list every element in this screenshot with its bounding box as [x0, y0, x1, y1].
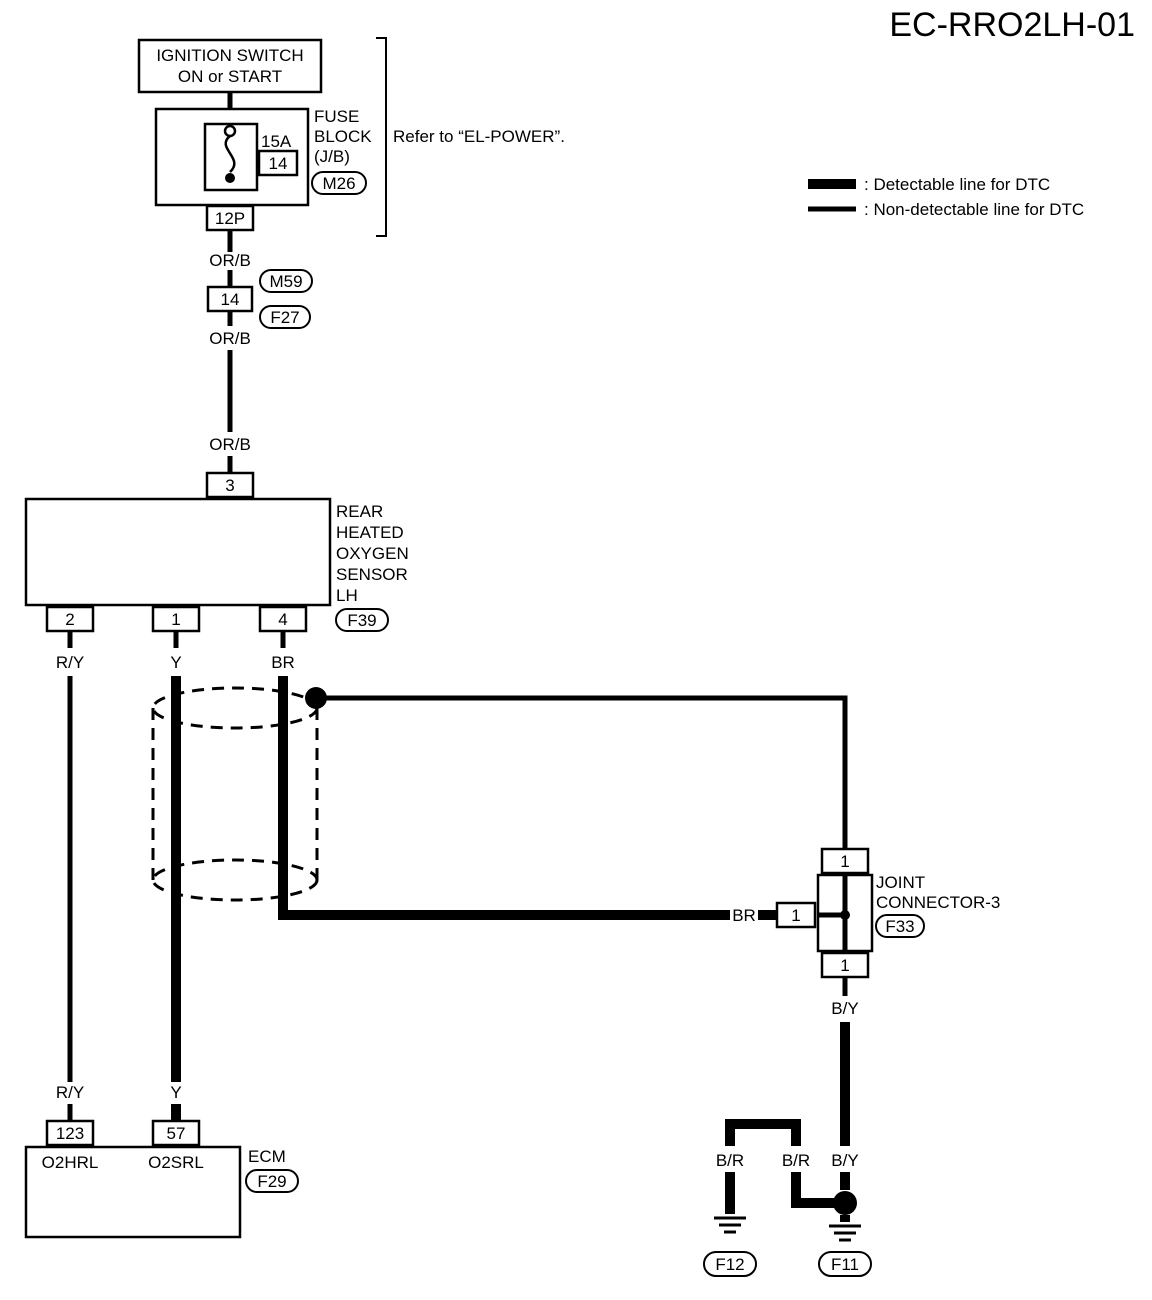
ecm-pin-b-box [151, 1119, 201, 1147]
fuse-block-label1: FUSE [314, 107, 359, 126]
wire-label-br-top: BR [271, 653, 295, 672]
harness-connector-pin: 14 [221, 290, 240, 309]
wire-label-br-joint: BR [732, 906, 756, 925]
fuse-amps: 15A [261, 132, 292, 151]
wire-label-br-left: B/R [716, 1151, 744, 1170]
ground-right: F11 [831, 1255, 859, 1274]
legend-detectable-text: : Detectable line for DTC [864, 175, 1050, 194]
wire-label-ry-top: R/Y [56, 653, 84, 672]
joint-pin-top: 1 [840, 852, 849, 871]
wire-label-y-top: Y [170, 653, 181, 672]
diagram-title: EC-RRO2LH-01 [889, 6, 1135, 44]
fuse-element-icon [224, 135, 236, 173]
ground-right-pill [818, 1251, 872, 1277]
wire-br-loop [725, 1119, 801, 1146]
wire-label-orb-1: OR/B [209, 251, 251, 270]
harness-connector-bottom: F27 [270, 308, 299, 327]
joint-connector: 1 1 1 JOINT CONNECTOR-3 F33 [775, 847, 1000, 979]
sensor-label4: SENSOR [336, 565, 408, 584]
ecm-box [24, 1145, 242, 1239]
ignition-switch-line1: IGNITION SWITCH [156, 46, 303, 65]
harness-connector-top-pill [259, 269, 313, 293]
joint-label2: CONNECTOR-3 [876, 893, 1000, 912]
oxygen-sensor: 3 REAR HEATED OXYGEN SENSOR LH F39 2 1 4 [24, 471, 409, 633]
sensor-pin-b: 1 [171, 610, 180, 629]
ecm-connector-pill [245, 1169, 299, 1193]
ignition-switch-box [137, 38, 323, 94]
ground-left: F12 [715, 1255, 744, 1274]
ground-right-icon [829, 1224, 861, 1242]
fuse-block-label3: (J/B) [314, 147, 350, 166]
fuse-connector: M26 [322, 174, 355, 193]
sensor-box [24, 497, 332, 607]
fuse-block-label2: BLOCK [314, 127, 372, 146]
ignition-switch: IGNITION SWITCH ON or START [137, 38, 323, 94]
ground-left-pill [703, 1251, 757, 1277]
joint-label1: JOINT [876, 873, 925, 892]
sensor-connector: F39 [347, 611, 376, 630]
wire-label-by-bottom: B/Y [831, 1151, 858, 1170]
wire-label-br-right: B/R [782, 1151, 810, 1170]
fuse-pin: 12P [215, 209, 245, 228]
wire-label-orb-3: OR/B [209, 435, 251, 454]
fuse-top-terminal [223, 124, 237, 138]
fuse-block: 15A 14 FUSE BLOCK (J/B) M26 12P [154, 107, 372, 232]
ecm-term-a: O2HRL [42, 1153, 99, 1172]
joint-splice [840, 910, 850, 920]
wire-label-y-bottom: Y [170, 1083, 181, 1102]
wire-label-by-top: B/Y [831, 999, 858, 1018]
fuse-refer-text: Refer to “EL-POWER”. [393, 127, 565, 146]
sensor-label1: REAR [336, 502, 383, 521]
ecm-pin-a: 123 [56, 1124, 84, 1143]
joint-pin-bottom-box [820, 951, 870, 979]
sensor-pin-top: 3 [225, 476, 234, 495]
fuse-number-box [257, 149, 299, 177]
legend-non-detectable-text: : Non-detectable line for DTC [864, 200, 1084, 219]
sensor-connector-pill [335, 608, 389, 632]
sensor-pin-top-box [205, 471, 255, 499]
ground-left-icon [714, 1216, 746, 1234]
sensor-label3: OXYGEN [336, 544, 409, 563]
harness-connector-top: M59 [269, 272, 302, 291]
wire-br [278, 676, 730, 920]
harness-connector: 14 M59 F27 [206, 269, 313, 329]
joint-pin-bottom: 1 [840, 956, 849, 975]
ignition-switch-line2: ON or START [178, 67, 282, 86]
joint-pin-side: 1 [791, 906, 800, 925]
fuse-connector-pill [311, 171, 367, 195]
fuse-number: 14 [269, 154, 288, 173]
fuse-bracket [376, 37, 387, 237]
ground-splice [833, 1191, 857, 1215]
sensor-pin-a: 2 [65, 610, 74, 629]
ecm-term-b: O2SRL [148, 1153, 204, 1172]
harness-connector-bottom-pill [259, 305, 311, 329]
ecm-label: ECM [248, 1147, 286, 1166]
ecm: 123 57 O2HRL O2SRL ECM F29 [24, 1119, 299, 1239]
wire-label-ry-bottom: R/Y [56, 1083, 84, 1102]
fuse-bottom-terminal [225, 173, 235, 183]
ecm-connector: F29 [257, 1172, 286, 1191]
joint-connector-pill [875, 914, 925, 938]
ecm-pin-a-box [45, 1119, 95, 1147]
joint-connector: F33 [885, 917, 914, 936]
shield [151, 686, 319, 902]
sensor-pin-c: 4 [278, 610, 287, 629]
legend: : Detectable line for DTC : Non-detectab… [808, 175, 1084, 219]
wire-shield-drain [316, 695, 848, 848]
sensor-label5: LH [336, 586, 358, 605]
wire-label-orb-2: OR/B [209, 329, 251, 348]
ecm-pin-b: 57 [167, 1124, 186, 1143]
sensor-label2: HEATED [336, 523, 404, 542]
